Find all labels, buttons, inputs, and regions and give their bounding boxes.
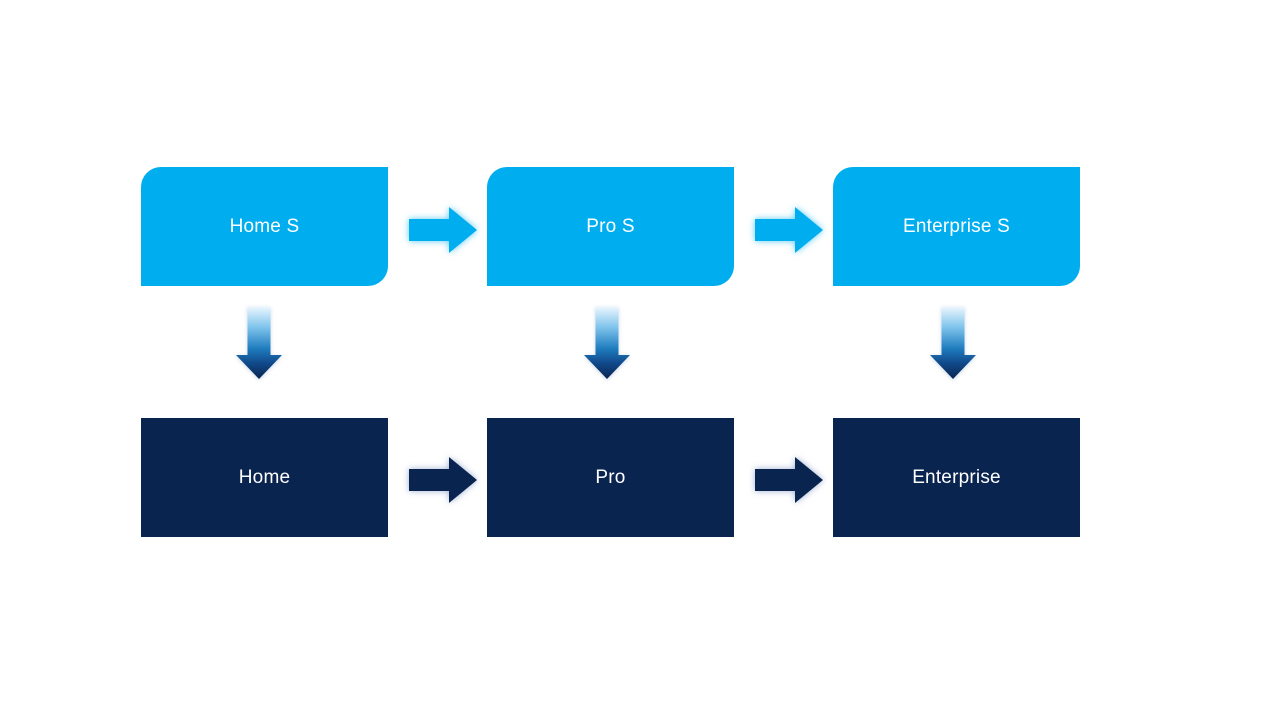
right-arrow-icon	[409, 207, 477, 253]
box-pro: Pro	[487, 418, 734, 537]
right-arrow-icon	[755, 457, 823, 503]
box-enterprise: Enterprise	[833, 418, 1080, 537]
down-arrow-icon	[930, 307, 976, 379]
down-arrow-icon	[584, 307, 630, 379]
box-label: Enterprise	[912, 466, 1001, 488]
box-enterprise-s: Enterprise S	[833, 167, 1080, 286]
right-arrow-icon	[409, 457, 477, 503]
down-arrow-icon	[236, 307, 282, 379]
box-label: Enterprise S	[903, 215, 1010, 237]
box-home-s: Home S	[141, 167, 388, 286]
box-label: Pro	[595, 466, 626, 488]
right-arrow-icon	[755, 207, 823, 253]
box-label: Pro S	[586, 215, 635, 237]
box-label: Home	[238, 466, 291, 488]
box-label: Home S	[229, 215, 300, 237]
box-home: Home	[141, 418, 388, 537]
box-pro-s: Pro S	[487, 167, 734, 286]
